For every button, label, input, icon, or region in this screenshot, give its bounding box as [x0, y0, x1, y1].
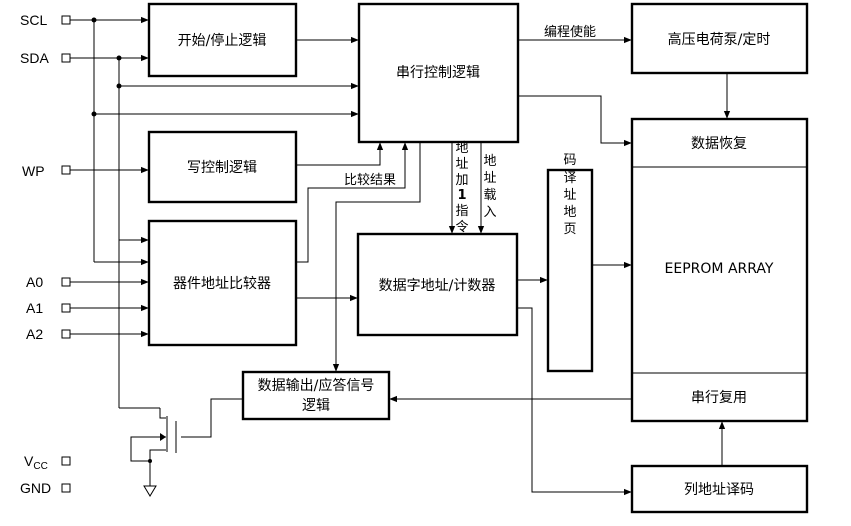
pin-vcc: VCC [24, 453, 71, 472]
addr-load-char-3: 入 [483, 205, 496, 220]
pin-wp: WP [22, 163, 71, 179]
data-word-counter-label: 数据字地址/计数器 [379, 278, 496, 294]
start-stop-label: 开始/停止逻辑 [178, 32, 267, 49]
row-decode-char-4: 页 [563, 222, 576, 237]
pin-sda-label: SDA [20, 50, 49, 66]
pin-a0-pad [61, 277, 71, 287]
block-data-word-address-counter: 数据字地址/计数器 [356, 232, 519, 337]
pin-a2: A2 [26, 326, 71, 342]
addr-load-char-0: 地 [483, 154, 496, 169]
pin-wp-pad [61, 165, 71, 175]
pin-sda-pad [61, 53, 71, 63]
hv-pump-label: 高压电荷泵/定时 [668, 31, 771, 48]
addr-load-char-1: 址 [483, 171, 496, 186]
compare-result-label: 比较结果 [344, 173, 396, 188]
write-ctrl-label: 写控制逻辑 [187, 160, 257, 176]
pin-vcc-pad [61, 456, 71, 466]
row-decode-char-3: 地 [563, 205, 576, 220]
pin-gnd: GND [20, 480, 71, 496]
block-data-output-ack-logic: 数据输出/应答信号 逻辑 [241, 370, 391, 421]
serial-mux-label: 串行复用 [691, 389, 747, 406]
pin-a2-label: A2 [26, 326, 43, 342]
pin-gnd-label: GND [20, 480, 51, 496]
addr-inc-char-2: 加 [455, 173, 468, 188]
block-write-control-logic: 写控制逻辑 [147, 130, 298, 204]
wires: 编程使能 比较结果 地 址 加 1 指 令 地 址 载 入 [70, 16, 731, 497]
device-compare-label: 器件地址比较器 [173, 276, 271, 292]
pin-a2-pad [61, 329, 71, 339]
pin-vcc-main: V [24, 453, 34, 469]
block-eeprom: 数据恢复 EEPROM ARRAY 串行复用 [630, 117, 809, 423]
pin-wp-label: WP [22, 163, 45, 179]
data-recover-label: 数据恢复 [691, 135, 747, 152]
block-device-address-comparator: 器件地址比较器 [147, 219, 298, 347]
pin-a1-label: A1 [26, 300, 43, 316]
addr-inc-char-1: 址 [455, 157, 468, 172]
pin-scl-label: SCL [20, 12, 47, 28]
pin-scl: SCL [20, 12, 71, 28]
row-decode-char-1: 译 [563, 171, 576, 186]
pin-vcc-sub: CC [33, 461, 47, 472]
block-serial-control-logic: 串行控制逻辑 [357, 2, 520, 144]
output-nmos-transistor [130, 408, 177, 497]
pin-a0-label: A0 [26, 274, 43, 290]
block-column-address-decoder: 列地址译码 [630, 464, 809, 514]
addr-inc-char-0: 地 [455, 141, 468, 156]
row-decode-char-0: 码 [563, 153, 576, 168]
serial-ctrl-label: 串行控制逻辑 [396, 65, 480, 81]
pin-a1: A1 [26, 300, 71, 316]
addr-load-char-2: 载 [483, 188, 496, 203]
program-enable-label: 编程使能 [544, 24, 596, 40]
pin-a0: A0 [26, 274, 71, 290]
eeprom-array-label: EEPROM ARRAY [665, 261, 774, 277]
addr-inc-char-5: 令 [455, 220, 468, 235]
pin-a1-pad [61, 303, 71, 313]
data-out-label-line2: 逻辑 [302, 398, 330, 414]
addr-inc-char-3: 1 [457, 188, 466, 203]
pin-sda: SDA [20, 50, 71, 66]
pin-vcc-label: VCC [24, 453, 48, 472]
row-decode-char-2: 址 [563, 188, 576, 203]
addr-inc-char-4: 指 [455, 204, 468, 219]
pin-scl-pad [61, 15, 71, 25]
block-row-address-decoder: 码 译 址 地 页 [546, 153, 594, 373]
block-start-stop-logic: 开始/停止逻辑 [147, 2, 298, 78]
block-hv-pump-timing: 高压电荷泵/定时 [630, 2, 809, 75]
data-out-label-line1: 数据输出/应答信号 [258, 377, 375, 394]
col-decode-label: 列地址译码 [684, 482, 754, 498]
pin-gnd-pad [61, 483, 71, 493]
